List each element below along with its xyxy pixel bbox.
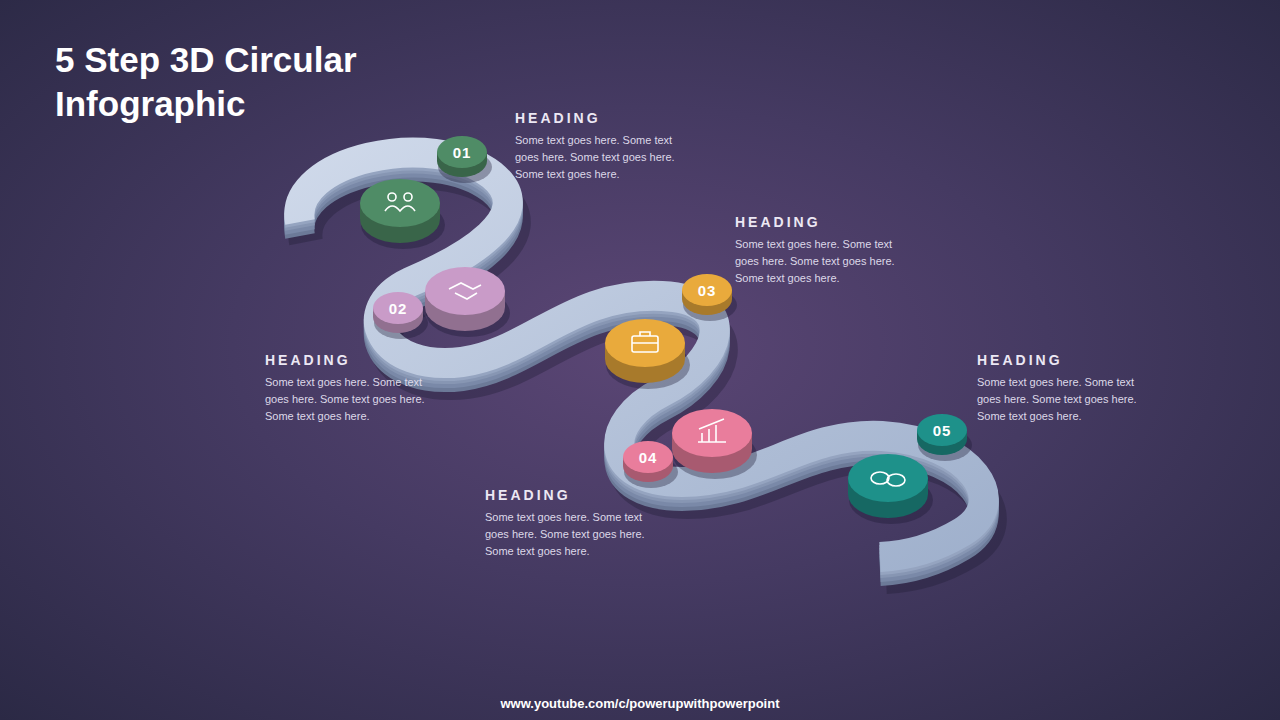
- step-number: 05: [933, 422, 952, 439]
- step-icon: [871, 472, 905, 486]
- step-number: 04: [639, 449, 658, 466]
- step-heading: HEADING: [485, 487, 571, 503]
- step-number: 02: [389, 300, 408, 317]
- number-disc: [917, 414, 972, 461]
- step-heading: HEADING: [265, 352, 351, 368]
- step-icon: [385, 193, 415, 211]
- step-heading: HEADING: [515, 110, 601, 126]
- callout-number: 05: [920, 416, 964, 444]
- step-text: Some text goes here. Some text goes here…: [735, 236, 903, 287]
- step-icon: [632, 332, 658, 352]
- step-text: Some text goes here. Some text goes here…: [977, 374, 1145, 425]
- number-disc: [623, 441, 678, 488]
- number-disc: [682, 274, 737, 321]
- step-icon: [698, 419, 726, 442]
- step-number: 01: [453, 144, 472, 161]
- icon-disc: [848, 454, 933, 524]
- number-disc: [437, 136, 492, 183]
- step-text: Some text goes here. Some text goes here…: [485, 509, 653, 560]
- step-heading: HEADING: [977, 352, 1063, 368]
- step-text: Some text goes here. Some text goes here…: [265, 374, 433, 425]
- title: 5 Step 3D Circular Infographic: [55, 38, 475, 126]
- callout-number: 01: [440, 138, 484, 166]
- step-number: 03: [698, 282, 717, 299]
- watermark: www.youtube.com/c/powerupwithpowerpoint: [0, 696, 1280, 711]
- callout-number: 03: [685, 276, 729, 304]
- step-icon: [449, 283, 481, 299]
- number-disc: [373, 292, 428, 339]
- callout-number: 04: [626, 443, 670, 471]
- step-heading: HEADING: [735, 214, 821, 230]
- callout-number: 02: [376, 294, 420, 322]
- icon-disc: [672, 409, 757, 479]
- icon-disc: [425, 267, 510, 337]
- icon-disc: [605, 319, 690, 389]
- icon-disc: [360, 179, 445, 249]
- step-text: Some text goes here. Some text goes here…: [515, 132, 683, 183]
